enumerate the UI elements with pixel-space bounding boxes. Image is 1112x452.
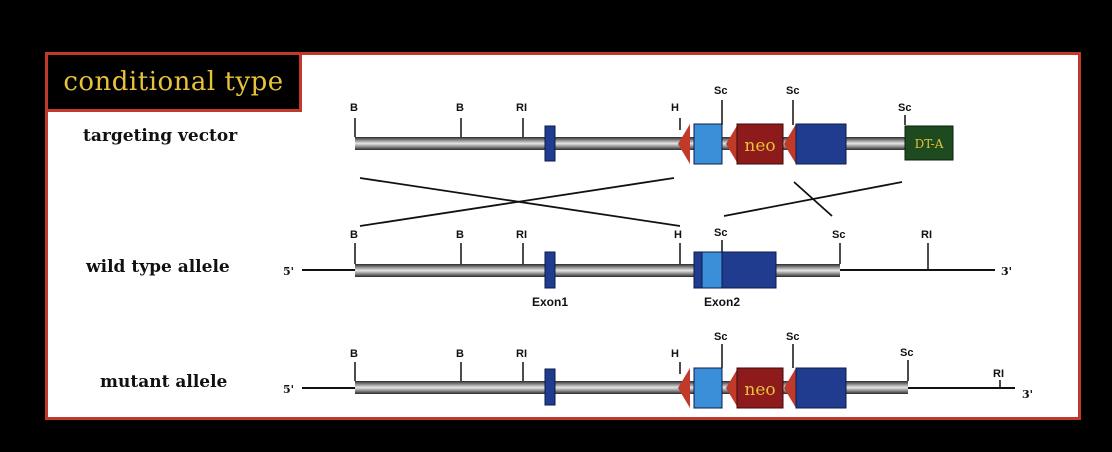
targeting-vector-label: targeting vector	[83, 126, 238, 146]
loxp-site	[784, 368, 796, 408]
mutant-allele-label: mutant allele	[100, 372, 228, 392]
neo-label: neo	[744, 136, 775, 156]
site-label: Sc	[786, 85, 799, 97]
site-label: RI	[921, 229, 932, 241]
three-prime-end: 3'	[1022, 388, 1033, 401]
exon1-block	[544, 368, 556, 406]
site-label: RI	[516, 229, 527, 241]
exon2-light-block	[701, 251, 723, 289]
site-label: B	[456, 229, 464, 241]
recombination-crossover	[359, 177, 903, 227]
exon2-dark-block	[795, 367, 847, 409]
site-label: B	[350, 229, 358, 241]
neo-cassette	[736, 367, 784, 409]
loxp-site	[678, 124, 690, 164]
loxp-site	[678, 368, 690, 408]
exon2-dark-block	[721, 251, 777, 289]
exon2-label: Exon2	[704, 295, 740, 309]
neo-label: neo	[744, 380, 775, 400]
wild-type-allele: 5' 3' B B RI H Sc Sc RI Exon1 Exon2	[283, 227, 1012, 309]
site-label: B	[456, 102, 464, 114]
site-label: H	[674, 229, 682, 241]
site-label: H	[671, 102, 679, 114]
diagram-panel	[45, 52, 1081, 420]
site-label: B	[350, 348, 358, 360]
crossover-line	[793, 181, 833, 217]
site-label: Sc	[714, 227, 727, 239]
exon1-label: Exon1	[532, 295, 568, 309]
site-label: Sc	[786, 331, 799, 343]
loxp-site	[784, 124, 796, 164]
loxp-site	[726, 124, 738, 164]
site-label: Sc	[714, 331, 727, 343]
site-label: RI	[516, 102, 527, 114]
neo-cassette	[736, 123, 784, 165]
mutant-allele: 5' 3' B B RI H Sc Sc Sc RI	[283, 331, 1033, 409]
site-label: B	[456, 348, 464, 360]
exon2-light-block	[693, 123, 723, 165]
targeting-vector: B B RI H Sc Sc Sc neo DT-A	[350, 85, 954, 165]
exon1-block	[544, 251, 556, 289]
loxp-site	[726, 368, 738, 408]
wild-type-allele-label: wild type allele	[86, 257, 230, 277]
site-label: Sc	[714, 85, 727, 97]
site-label: H	[671, 348, 679, 360]
five-prime-end: 5'	[283, 265, 294, 278]
three-prime-end: 3'	[1001, 265, 1012, 278]
site-label: RI	[993, 368, 1004, 380]
five-prime-end: 5'	[283, 383, 294, 396]
dta-cassette	[904, 125, 954, 161]
site-label: Sc	[900, 347, 913, 359]
diagram-title: conditional type	[45, 52, 302, 112]
site-label: RI	[516, 348, 527, 360]
exon2-dark-block	[693, 251, 703, 289]
site-label: Sc	[832, 229, 845, 241]
dta-label: DT-A	[915, 137, 944, 151]
exon1-block	[544, 125, 556, 162]
exon2-dark-block	[795, 123, 847, 165]
crossover-line	[359, 177, 675, 227]
site-label: B	[350, 102, 358, 114]
exon2-light-block	[693, 367, 723, 409]
site-label: Sc	[898, 102, 911, 114]
